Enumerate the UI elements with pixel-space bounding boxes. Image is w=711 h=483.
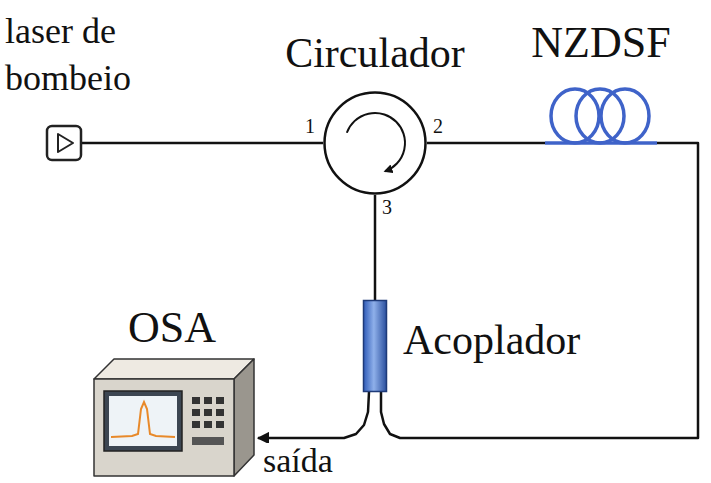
pump-laser: laser de bombeio [46,125,82,161]
osa-button [216,397,224,404]
spectrum-analyzer-shape [92,355,257,478]
fiber-link [381,143,698,438]
spectrum-analyzer: OSA [92,355,257,478]
osa-top [94,359,254,379]
port-number: 3 [382,197,392,218]
port-number: 2 [433,116,443,137]
fiber-link [82,142,323,145]
osa-button [216,409,224,416]
port-number: 1 [305,116,315,137]
circulator: Circulador [323,91,427,195]
coupler: Acoplador [363,300,387,392]
node-heading: NZDSF [501,18,701,69]
spectrum-trace [111,402,175,437]
laser-triangle [58,134,73,152]
circulator-shape [323,91,427,195]
node-heading: OSA [92,303,252,354]
osa-button [204,409,212,416]
fiber-spool-shape [545,86,657,146]
node-heading: Circulador [263,29,487,77]
pump-laser-shape [46,125,82,161]
osa-button [192,437,224,445]
fiber-link [374,195,377,300]
coupler-body [364,301,387,392]
osa-screen-frame [104,391,182,451]
fiber-link [258,392,369,438]
fiber-spool: NZDSF [545,86,657,146]
osa-button [192,421,200,428]
osa-button [204,397,212,404]
coupler-shape [363,300,387,392]
osa-side [234,359,254,476]
circulator-body [325,93,426,194]
fiber-loop [601,89,649,143]
osa-button [192,397,200,404]
node-heading: laser de bombeio [5,8,190,102]
fiber-link [427,142,545,145]
laser-icon [47,126,81,160]
osa-screen [109,396,177,446]
osa-button [216,421,224,428]
output-label: saída [261,443,335,479]
osa-button [204,421,212,428]
node-heading: Acoplador [403,316,633,364]
osa-front [94,379,234,476]
rotation-arrow [347,113,405,171]
osa-button [192,409,200,416]
